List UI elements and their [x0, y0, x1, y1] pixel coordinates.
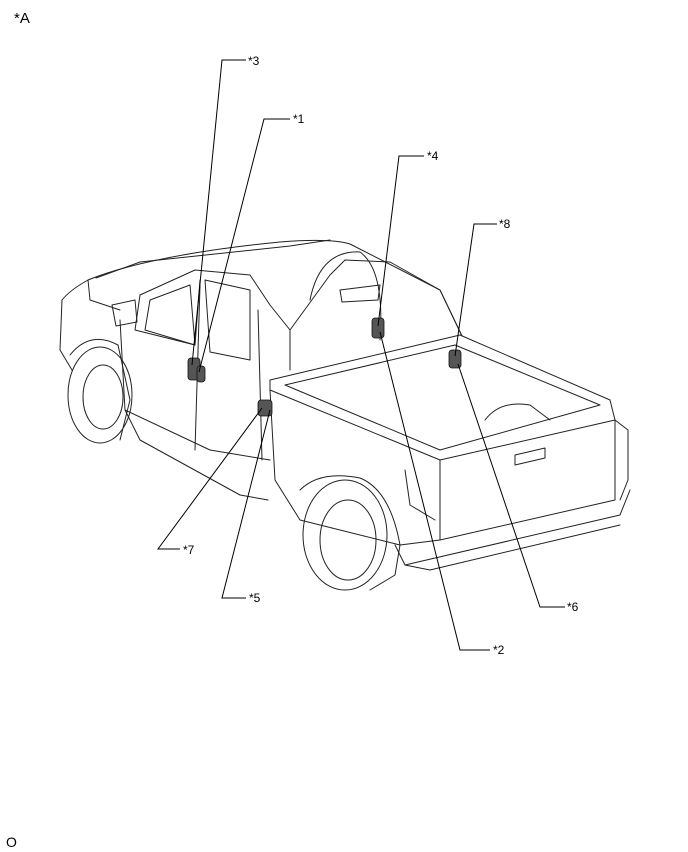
callout-1: *1 [293, 112, 305, 126]
truck-outline [59, 239, 631, 591]
connector-1 [196, 365, 206, 383]
callout-8: *8 [499, 217, 511, 231]
callout-4: *4 [427, 149, 439, 163]
callout-3: *3 [248, 54, 260, 68]
leader-lines [157, 59, 565, 651]
callout-2: *2 [493, 643, 505, 657]
callout-7: *7 [183, 543, 195, 557]
connector-4 [371, 317, 385, 339]
view-label: *A [14, 10, 30, 27]
callout-6: *6 [567, 600, 579, 614]
connectors [187, 317, 462, 417]
footer-code: O [6, 834, 17, 850]
callout-5: *5 [249, 591, 261, 605]
connector-7 [257, 399, 273, 417]
connector-8 [448, 349, 462, 369]
